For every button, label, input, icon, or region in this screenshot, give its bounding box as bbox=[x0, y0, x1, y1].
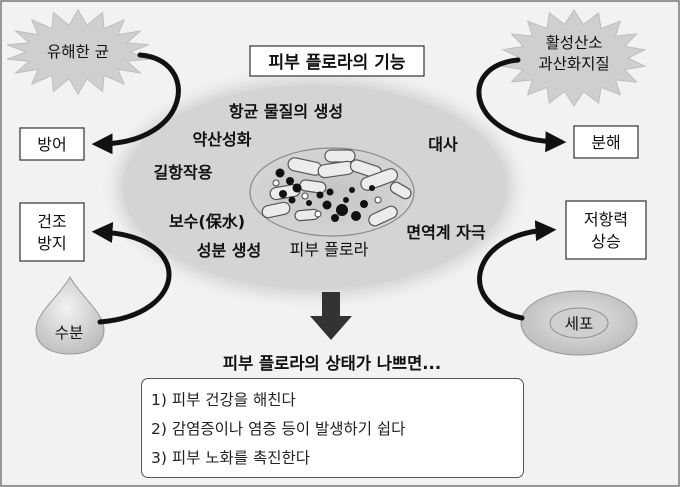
function-immune-stimulation: 면역계 자극 bbox=[406, 223, 485, 242]
outcome-decomposition: 분해 bbox=[573, 125, 639, 159]
arrow-bacteria-to-defense bbox=[91, 52, 181, 155]
svg-text:건조: 건조 bbox=[37, 212, 66, 231]
flora-cluster bbox=[249, 147, 415, 237]
arrow-cell-to-resistance bbox=[477, 220, 557, 321]
arrow-oxygen-to-decomposition bbox=[476, 57, 567, 153]
bad-state-heading: 피부 플로라의 상태가 나쁘면... bbox=[223, 354, 441, 373]
water-label: 수분 bbox=[55, 324, 84, 342]
down-arrow bbox=[310, 292, 352, 340]
outcome-defense: 방어 bbox=[19, 127, 85, 161]
bacteria-label: 유해한 균 bbox=[47, 43, 109, 61]
svg-text:분해: 분해 bbox=[591, 133, 620, 152]
water-drop: 수분 bbox=[35, 275, 105, 355]
outcome-dryness-prevention: 건조 방지 bbox=[19, 202, 85, 262]
function-component-generation: 성분 생성 bbox=[197, 241, 261, 260]
function-metabolism: 대사 bbox=[428, 135, 458, 154]
oxygen-starburst: 활성산소 과산화지질 bbox=[501, 9, 647, 107]
diagram-title: 피부 플로라의 기능 bbox=[269, 53, 406, 73]
consequence-item-3: 3) 피부 노화를 촉진한다 bbox=[151, 449, 311, 467]
svg-text:상승: 상승 bbox=[591, 232, 620, 251]
outcome-resistance-increase: 저항력 상승 bbox=[565, 200, 647, 260]
consequence-item-2: 2) 감염증이나 염증 등이 발생하기 쉽다 bbox=[151, 420, 406, 438]
arrow-water-to-dryness bbox=[91, 222, 172, 325]
svg-text:저항력: 저항력 bbox=[584, 210, 628, 229]
function-antagonism: 길항작용 bbox=[154, 163, 213, 182]
svg-text:방어: 방어 bbox=[37, 135, 66, 154]
consequence-item-1: 1) 피부 건강을 해친다 bbox=[151, 391, 296, 409]
function-antibacterial: 항균 물질의 생성 bbox=[229, 102, 343, 121]
consequences-box: 1) 피부 건강을 해친다 2) 감염증이나 염증 등이 발생하기 쉽다 3) … bbox=[141, 378, 524, 478]
title-box bbox=[249, 45, 425, 77]
function-water-retention: 보수(保水) bbox=[169, 212, 245, 231]
cell-ellipse: 세포 bbox=[520, 290, 638, 356]
flora-label: 피부 플로라 bbox=[290, 240, 369, 259]
oxygen-label-line2: 과산화지질 bbox=[538, 55, 609, 73]
svg-text:방지: 방지 bbox=[37, 234, 66, 253]
oxygen-label-line1: 활성산소 bbox=[545, 34, 602, 52]
bacteria-starburst: 유해한 균 bbox=[6, 9, 150, 95]
function-acidification: 약산성화 bbox=[193, 130, 252, 149]
cell-label: 세포 bbox=[565, 315, 594, 333]
